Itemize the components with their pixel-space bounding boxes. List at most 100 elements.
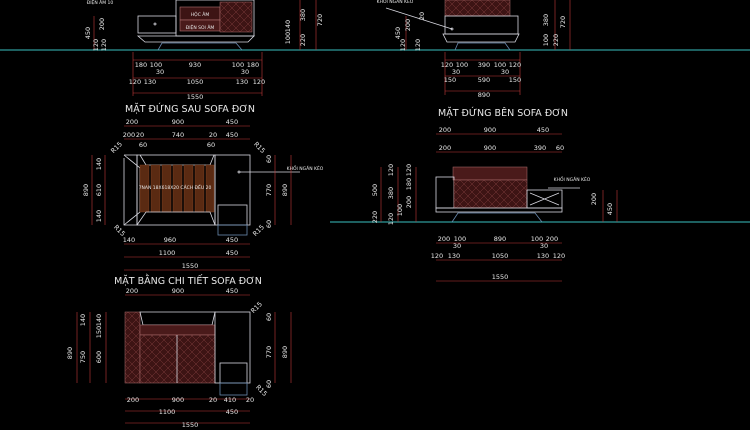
dimension-label: 220	[299, 34, 307, 46]
dimension-label: 450	[537, 126, 549, 134]
dimension-label: 200	[590, 193, 598, 205]
dimension-label: 450	[84, 27, 92, 39]
view-title: MẶT ĐỨNG BÊN SOFA ĐƠN	[438, 107, 568, 119]
dimension-label: 450	[226, 287, 238, 295]
side-elevation-drawing	[380, 133, 618, 282]
dimension-label: 890	[82, 184, 90, 196]
dimension-label: 890	[494, 235, 506, 243]
dimension-label: 450	[226, 118, 238, 126]
dimension-label: 60	[207, 141, 215, 149]
dimension-label: 500	[371, 184, 379, 196]
annotation-label: KHỐI NGĂN KÉO	[377, 0, 414, 5]
dimension-label: 200	[126, 118, 138, 126]
dimension-label: 120	[253, 78, 265, 86]
dimension-label: 890	[281, 346, 289, 358]
dimension-label: 390	[534, 144, 546, 152]
dimension-label: 60	[265, 220, 273, 228]
side-view-top-drawing	[385, 0, 571, 95]
plan-detail-drawing	[76, 294, 292, 424]
dimension-label: 450	[606, 203, 614, 215]
dimension-label: 900	[172, 287, 184, 295]
dimension-label: 450	[226, 236, 238, 244]
dimension-label: 150	[444, 76, 456, 84]
dimension-label: 60	[556, 144, 564, 152]
dimension-label: 20	[136, 131, 144, 139]
dimension-label: 120	[100, 39, 108, 51]
dimension-label: 30	[156, 68, 164, 76]
dimension-label: 120	[414, 39, 422, 51]
dimension-label: 1550	[187, 93, 204, 101]
dimension-label: 890	[281, 184, 289, 196]
dimension-label: 200	[439, 144, 451, 152]
front-view-drawing	[93, 0, 317, 96]
dimension-label: 200	[126, 287, 138, 295]
annotation-label: 7NAN 18X618X20 CÁCH ĐỀU 20	[139, 183, 212, 191]
dimension-label: 20	[418, 12, 426, 20]
dimension-label: 100	[232, 61, 244, 69]
dimension-label: 180	[135, 61, 147, 69]
dimension-label: 930	[189, 61, 201, 69]
dimension-label: 770	[265, 184, 273, 196]
dimension-label: 380	[542, 14, 550, 26]
dimension-label: 120	[387, 164, 395, 176]
dimension-label: 60	[265, 313, 273, 321]
dimension-label: 20	[209, 131, 217, 139]
dimension-label: 140	[95, 314, 103, 326]
radius-label: R15	[251, 223, 266, 238]
dimension-label: 720	[559, 16, 567, 28]
dimension-label: 590	[478, 76, 490, 84]
annotation-labels: ĐIỆN ÂM 10 HỘC ÂM ĐIỆN SOI ÂM 180 100 930 100 1…	[66, 0, 614, 429]
dimension-label: 30	[452, 68, 460, 76]
dimension-label: 900	[172, 118, 184, 126]
dimension-label: 610	[95, 184, 103, 196]
dimension-label: 60	[265, 380, 273, 388]
dimension-label: 1550	[492, 273, 509, 281]
view-title: MẶT ĐỨNG SAU SOFA ĐƠN	[125, 103, 255, 115]
radius-label: R15	[252, 140, 267, 155]
dimension-label: 200	[439, 126, 451, 134]
dimension-label: 900	[484, 126, 496, 134]
radius-label: R15	[109, 140, 124, 155]
dimension-label: 450	[226, 131, 238, 139]
dimension-label: 120	[405, 164, 413, 176]
dimension-label: 140	[95, 158, 103, 170]
dimension-label: 390	[478, 61, 490, 69]
dimension-label: 770	[265, 346, 273, 358]
dimension-label: 20	[209, 396, 217, 404]
dimension-label: 100	[494, 61, 506, 69]
dimension-label: 220	[552, 34, 560, 46]
dimension-label: 750	[79, 351, 87, 363]
dimension-label: 30	[241, 68, 249, 76]
dimension-label: 200	[405, 196, 413, 208]
dimension-label: 890	[478, 91, 490, 99]
dimension-label: 120	[441, 61, 453, 69]
dimension-label: 450	[394, 27, 402, 39]
dimension-label: 450	[226, 249, 238, 257]
dimension-label: 130	[144, 78, 156, 86]
dimension-label: 1550	[182, 262, 199, 270]
dimension-label: 600	[95, 351, 103, 363]
dimension-label: 900	[172, 396, 184, 404]
dimension-label: 220	[371, 211, 379, 223]
dimension-label: 1050	[492, 252, 509, 260]
dimension-label: 100	[542, 34, 550, 46]
dimension-label: 200	[98, 18, 106, 30]
annotation-label: ĐIỆN SOI ÂM	[186, 23, 215, 31]
dimension-label: 1100	[159, 408, 176, 416]
annotation-label: HỘC ÂM	[191, 11, 210, 18]
dimension-label: 100	[531, 235, 543, 243]
dimension-label: 450	[226, 408, 238, 416]
dimension-label: 140	[79, 314, 87, 326]
dimension-label: 380	[387, 187, 395, 199]
dimension-label: 740	[172, 131, 184, 139]
dimension-label: 140	[123, 236, 135, 244]
dimension-label: 30	[540, 242, 548, 250]
dimension-label: 960	[164, 236, 176, 244]
annotation-label: ĐIỆN ÂM 10	[87, 0, 114, 6]
dimension-label: 60	[139, 141, 147, 149]
dimension-label: 1550	[182, 421, 199, 429]
annotation-label: KHỐI NGĂN KÉO	[554, 175, 591, 183]
dimension-label: 100	[396, 204, 404, 216]
dimension-label: 130	[236, 78, 248, 86]
dimension-label: 150	[95, 326, 103, 338]
